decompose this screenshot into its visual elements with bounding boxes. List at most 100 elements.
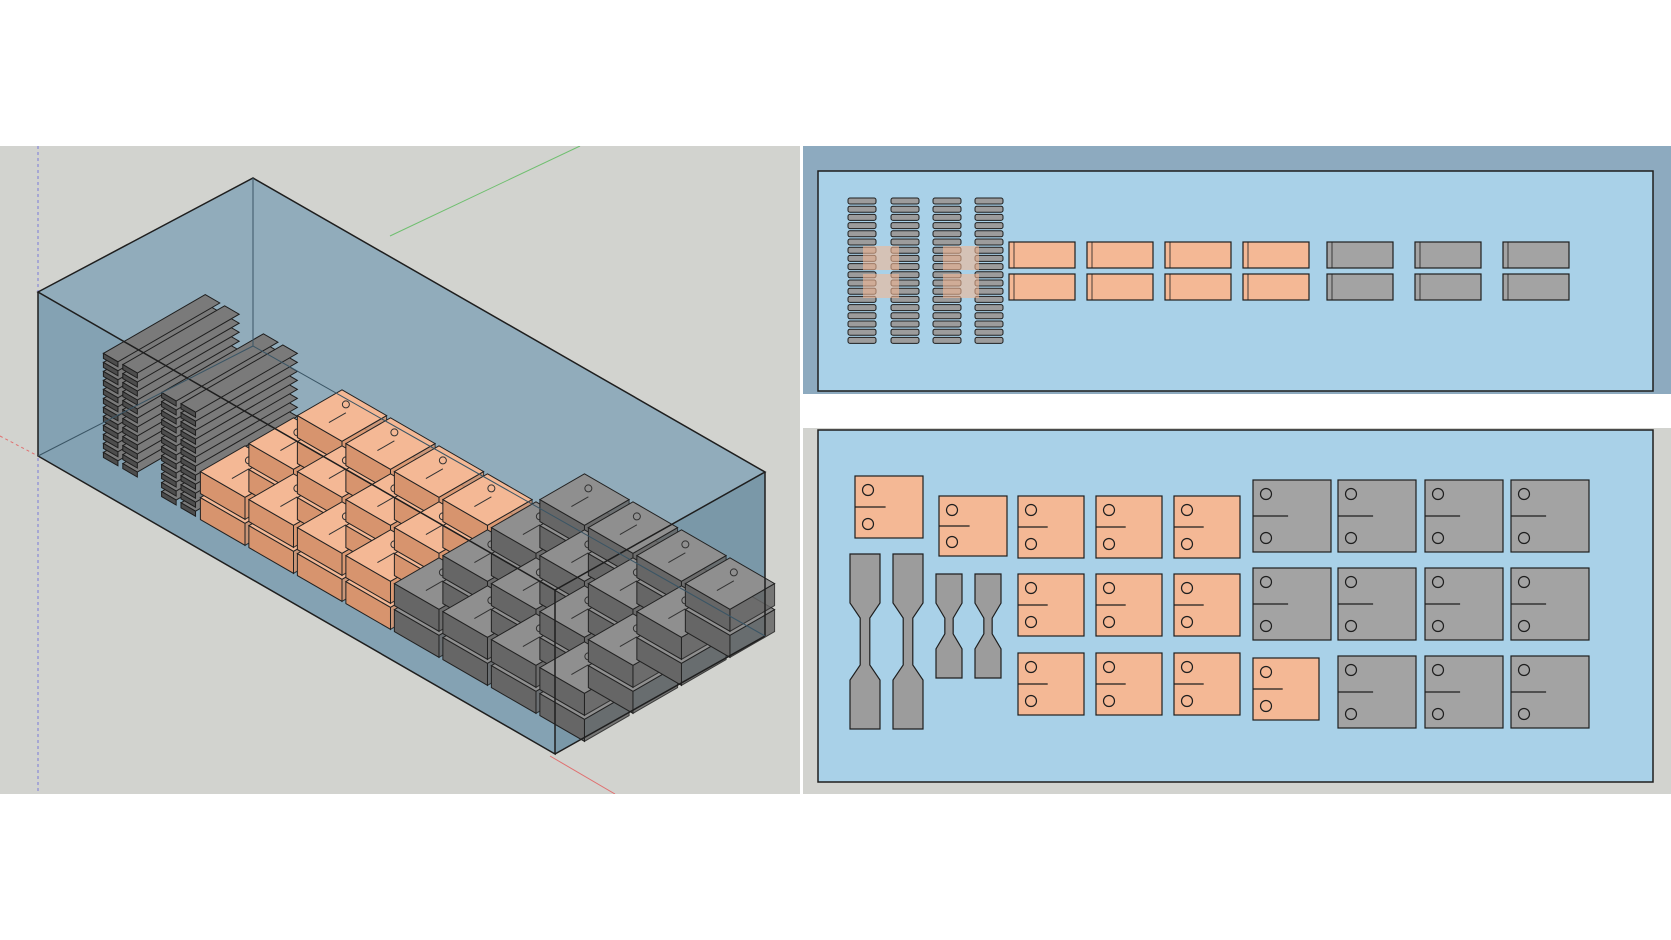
tensile-bar-icon bbox=[974, 197, 1004, 205]
tensile-bar-icon bbox=[974, 336, 1004, 344]
tensile-bar-icon bbox=[890, 336, 920, 344]
compact-tension-specimen-icon bbox=[1424, 655, 1504, 729]
compact-tension-specimen-icon bbox=[1173, 495, 1241, 559]
block-part-icon bbox=[1008, 241, 1076, 269]
tensile-bar-icon bbox=[847, 205, 877, 213]
compact-tension-specimen-icon bbox=[1095, 573, 1163, 637]
block-part-icon bbox=[1008, 273, 1076, 301]
compact-tension-specimen-icon bbox=[1424, 567, 1504, 641]
tensile-bar-icon bbox=[890, 230, 920, 238]
tensile-bar-icon bbox=[932, 328, 962, 336]
tensile-bar-icon bbox=[974, 222, 1004, 230]
tensile-bar-icon bbox=[892, 553, 924, 730]
block-part-icon bbox=[943, 274, 979, 298]
tensile-bar-icon bbox=[890, 328, 920, 336]
block-part-icon bbox=[1242, 241, 1310, 269]
tensile-bar-icon bbox=[847, 328, 877, 336]
block-part-icon bbox=[863, 246, 899, 270]
tensile-bar-icon bbox=[890, 312, 920, 320]
tensile-bar-icon bbox=[847, 238, 877, 246]
tensile-bar-icon bbox=[974, 328, 1004, 336]
block-part-icon bbox=[1414, 241, 1482, 269]
block-part-icon bbox=[943, 246, 979, 270]
front-view bbox=[803, 428, 1671, 794]
compact-tension-specimen-icon bbox=[1424, 479, 1504, 553]
compact-tension-specimen-icon bbox=[1337, 567, 1417, 641]
tensile-bar-icon bbox=[847, 230, 877, 238]
tensile-bar-icon bbox=[932, 304, 962, 312]
stacked-parts bbox=[102, 294, 776, 743]
tensile-bar-icon bbox=[849, 553, 881, 730]
block-part-icon bbox=[1414, 273, 1482, 301]
compact-tension-specimen-icon bbox=[1017, 573, 1085, 637]
tensile-bar-icon bbox=[974, 254, 1004, 262]
tensile-bar-icon bbox=[890, 304, 920, 312]
tensile-bar-icon bbox=[847, 336, 877, 344]
compact-tension-specimen-icon bbox=[1173, 573, 1241, 637]
tensile-bar-icon bbox=[974, 295, 1004, 303]
tensile-bar-icon bbox=[932, 205, 962, 213]
tensile-bar-icon bbox=[932, 238, 962, 246]
block-part-icon bbox=[1326, 241, 1394, 269]
compact-tension-specimen-icon bbox=[938, 495, 1008, 557]
block-part-icon bbox=[1164, 273, 1232, 301]
tensile-bar-icon bbox=[974, 312, 1004, 320]
tensile-bar-icon bbox=[932, 213, 962, 221]
block-part-icon bbox=[684, 557, 776, 633]
tensile-bar-icon bbox=[974, 213, 1004, 221]
top-view-svg bbox=[803, 146, 1671, 394]
tensile-bar-icon bbox=[847, 222, 877, 230]
tensile-bar-icon bbox=[890, 213, 920, 221]
compact-tension-specimen-icon bbox=[1017, 495, 1085, 559]
tensile-bar-icon bbox=[847, 320, 877, 328]
tensile-bar-icon bbox=[932, 320, 962, 328]
build-volume-edges bbox=[36, 177, 767, 756]
tensile-bar-icon bbox=[847, 304, 877, 312]
compact-tension-specimen-icon bbox=[1095, 495, 1163, 559]
tensile-bar-icon bbox=[974, 246, 1004, 254]
y-axis bbox=[389, 146, 581, 237]
isometric-build-view bbox=[0, 146, 800, 794]
tensile-bar-icon bbox=[890, 197, 920, 205]
compact-tension-specimen-icon bbox=[1017, 652, 1085, 716]
tensile-bar-icon bbox=[974, 304, 1004, 312]
tensile-bar-icon bbox=[974, 573, 1002, 679]
compact-tension-specimen-icon bbox=[1510, 567, 1590, 641]
compact-tension-specimen-icon bbox=[1510, 479, 1590, 553]
tensile-bar-icon bbox=[974, 205, 1004, 213]
tensile-bar-icon bbox=[932, 222, 962, 230]
tensile-bar-icon bbox=[974, 287, 1004, 295]
block-part-icon bbox=[1502, 241, 1570, 269]
tensile-bar-icon bbox=[932, 230, 962, 238]
tensile-bar-icon bbox=[974, 263, 1004, 271]
tensile-bar-icon bbox=[890, 238, 920, 246]
compact-tension-specimen-icon bbox=[1337, 655, 1417, 729]
compact-tension-specimen-icon bbox=[1510, 655, 1590, 729]
tensile-bar-icon bbox=[974, 230, 1004, 238]
tensile-bar-icon bbox=[932, 312, 962, 320]
tensile-bar-icon bbox=[890, 320, 920, 328]
x-axis-back bbox=[0, 435, 39, 457]
block-part-icon bbox=[863, 274, 899, 298]
tensile-bar-icon bbox=[847, 197, 877, 205]
tensile-bar-icon bbox=[932, 336, 962, 344]
tensile-bar-icon bbox=[847, 312, 877, 320]
block-part-icon bbox=[1502, 273, 1570, 301]
front-view-svg bbox=[817, 429, 1654, 783]
isometric-svg bbox=[0, 146, 776, 794]
compact-tension-specimen-icon bbox=[1337, 479, 1417, 553]
tensile-bar-icon bbox=[847, 213, 877, 221]
compact-tension-specimen-icon bbox=[1252, 657, 1320, 721]
x-axis bbox=[549, 755, 616, 794]
block-part-icon bbox=[1242, 273, 1310, 301]
block-part-icon bbox=[1086, 241, 1154, 269]
tensile-bar-icon bbox=[890, 205, 920, 213]
compact-tension-specimen-icon bbox=[1252, 479, 1332, 553]
compact-tension-specimen-icon bbox=[1252, 567, 1332, 641]
top-view bbox=[803, 146, 1671, 394]
compact-tension-specimen-icon bbox=[1095, 652, 1163, 716]
block-part-icon bbox=[1164, 241, 1232, 269]
tensile-bar-icon bbox=[974, 271, 1004, 279]
tensile-bar-icon bbox=[974, 238, 1004, 246]
tensile-bar-icon bbox=[932, 197, 962, 205]
